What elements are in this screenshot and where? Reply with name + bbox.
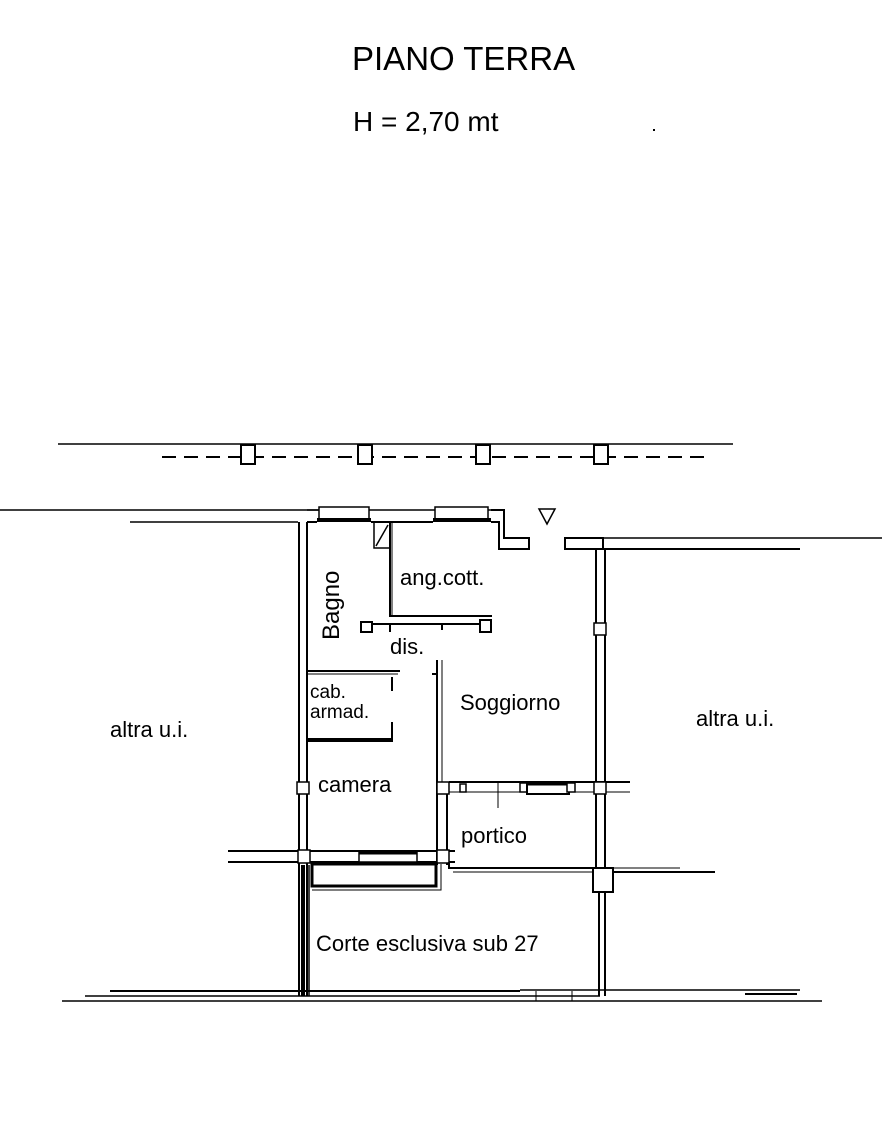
neighbor-label-left: altra u.i. [110,717,189,742]
room-label-soggiorno: Soggiorno [460,690,561,715]
room-label-cabina-armadio: cab. armad. [310,683,369,723]
speck [653,129,655,131]
room-label-bagno: Bagno [318,570,345,640]
room-label-portico: portico [461,823,528,848]
ceiling-height: H = 2,70 mt [353,106,499,137]
room-label-corte: Corte esclusiva sub 27 [316,931,539,956]
room-label-disimpegno: dis. [390,634,425,659]
neighbor-label-right: altra u.i. [696,706,775,731]
upper-boundary [58,443,733,465]
room-label-camera: camera [318,772,392,797]
cabina-armadio-line2: armad. [310,701,370,723]
cabina-armadio-line1: cab. [310,682,346,703]
plan-title: PIANO TERRA [352,40,576,77]
room-label-angolo-cottura: ang.cott. [400,565,485,590]
